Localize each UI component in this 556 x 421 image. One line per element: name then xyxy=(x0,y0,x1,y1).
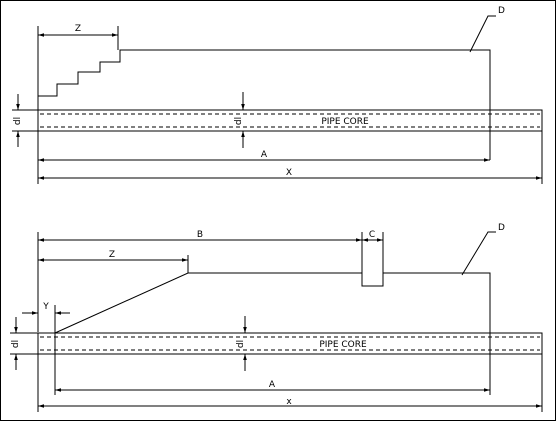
c-label: C xyxy=(369,230,375,240)
pipe-core-label: PIPE CORE xyxy=(321,117,369,127)
stepped-profile-outline xyxy=(37,49,491,160)
y-label: Y xyxy=(42,302,49,312)
d-leader-line xyxy=(469,15,496,53)
diagram-2-tapered-profile: B C Z D Y PIPE CORE dl dl xyxy=(10,223,543,412)
z2-label: Z xyxy=(109,250,115,260)
d-label: D xyxy=(498,6,505,16)
dl2-mid-label: dl xyxy=(236,340,246,348)
a2-label: A xyxy=(269,380,276,390)
tapered-profile-outline xyxy=(54,272,491,355)
dl-left-label: dl xyxy=(13,117,23,125)
x-label: X xyxy=(286,168,292,178)
dl-mid-label: dl xyxy=(234,117,244,125)
pipe-core-2-body xyxy=(37,332,543,355)
a-label: A xyxy=(261,150,268,160)
b-label: B xyxy=(197,230,203,240)
dl2-left-label: dl xyxy=(11,340,21,348)
d2-leader-line xyxy=(461,231,496,276)
z-label: Z xyxy=(75,24,81,34)
x2-label: x xyxy=(286,397,292,407)
pipe-core-2-label: PIPE CORE xyxy=(319,340,367,350)
pipe-core-body xyxy=(37,109,543,132)
d2-label: D xyxy=(498,223,505,233)
diagram-1-stepped-profile: Z D PIPE CORE dl dl A X xyxy=(12,6,543,184)
